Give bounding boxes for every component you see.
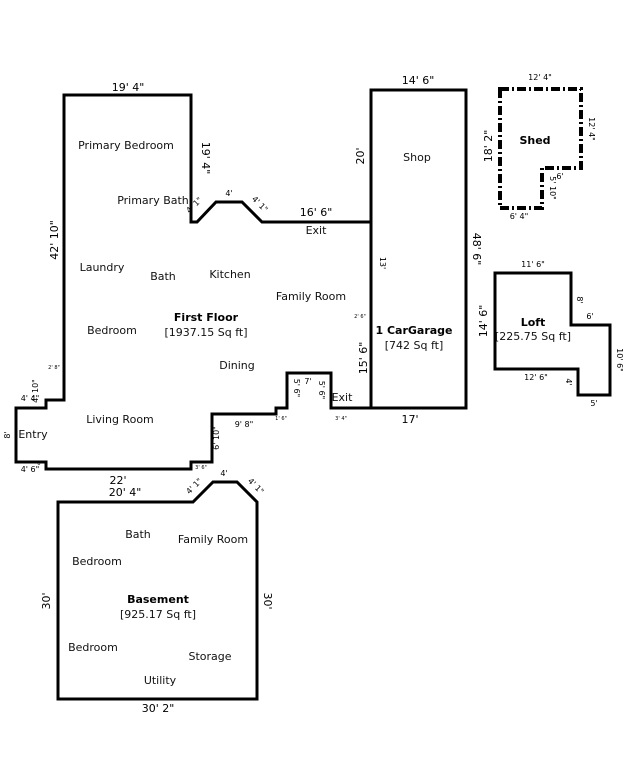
notch-left-dimension: 5' 6" bbox=[292, 379, 301, 398]
basement-top-dimension: 20' 4" bbox=[109, 486, 142, 499]
basement-outline bbox=[56, 480, 259, 701]
room-exit-top: Exit bbox=[306, 224, 328, 237]
room-family-room: Family Room bbox=[276, 290, 346, 303]
loft-right-lower-dimension: 10' 6" bbox=[615, 348, 624, 372]
loft-small-horizontal-dimension: 5' bbox=[590, 399, 597, 408]
room-entry: Entry bbox=[18, 428, 48, 441]
shed-top-dimension: 12' 4" bbox=[528, 73, 552, 82]
room-bath: Bath bbox=[150, 270, 176, 283]
room-basement-bedroom: Bedroom bbox=[72, 555, 122, 568]
garage-shared-wall-upper-dimension: 13' bbox=[378, 257, 387, 269]
step-bottom-dimension: 3' 6" bbox=[195, 465, 207, 471]
shed-plan: 12' 4" 18' 2" 12' 4" 5' 10" 6' 6' 4" She… bbox=[482, 73, 596, 221]
shed-inner-vertical-dimension: 5' 10" bbox=[548, 176, 557, 200]
room-dining: Dining bbox=[219, 359, 255, 372]
garage-shared-wall-small-dimension: 2' 6" bbox=[354, 314, 366, 320]
loft-plan: 11' 6" 14' 6" 8' 6' 10' 6" 12' 6" 4' 5' … bbox=[477, 260, 624, 408]
loft-left-dimension: 14' 6" bbox=[477, 305, 490, 338]
room-basement-bath: Bath bbox=[125, 528, 151, 541]
loft-small-vertical-dimension: 4' bbox=[564, 378, 573, 385]
garage-shared-wall-lower-dimension: 15' 6" bbox=[357, 342, 370, 375]
notch-right-dimension: 5' 6" bbox=[317, 381, 326, 400]
primary-bedroom-right-dimension: 19' 4" bbox=[199, 142, 212, 175]
lower-wall-dimension: 9' 8" bbox=[235, 420, 254, 429]
loft-right-upper-dimension: 8' bbox=[575, 296, 584, 303]
room-primary-bedroom: Primary Bedroom bbox=[78, 139, 174, 152]
entry-side-dimension: 8' bbox=[3, 431, 12, 438]
entry-bottom-small-dimension: 6" bbox=[37, 461, 42, 467]
room-laundry: Laundry bbox=[80, 261, 125, 274]
exit-wall-dimension: 16' 6" bbox=[300, 206, 333, 219]
loft-title: Loft bbox=[521, 316, 546, 329]
loft-area: [225.75 Sq ft] bbox=[495, 330, 571, 343]
room-shop: Shop bbox=[403, 151, 431, 164]
shed-outline bbox=[498, 87, 583, 210]
garage-bottom-dimension: 17' bbox=[401, 413, 418, 426]
shed-title: Shed bbox=[519, 134, 550, 147]
garage-plan: 14' 6" 20' 48' 6" 17' Shop 1 CarGarage [… bbox=[354, 74, 483, 426]
garage-right-dimension: 48' 6" bbox=[470, 233, 483, 266]
shed-inner-horizontal-dimension: 6' bbox=[556, 172, 563, 181]
entry-top-width-dimension: 4' 10" bbox=[31, 379, 40, 403]
garage-area: [742 Sq ft] bbox=[385, 339, 444, 352]
basement-angle-top-dimension: 4' bbox=[220, 469, 227, 478]
step-small-dimension: 1' 6" bbox=[275, 416, 287, 422]
angled-wall-top-dimension: 4' bbox=[225, 189, 232, 198]
entry-left-small-dimension: 2' 8" bbox=[48, 365, 60, 371]
basement-area: [925.17 Sq ft] bbox=[120, 608, 196, 621]
room-basement-bedroom-2: Bedroom bbox=[68, 641, 118, 654]
room-living-room: Living Room bbox=[86, 413, 154, 426]
notch-top-dimension: 7' bbox=[304, 377, 311, 386]
basement-bottom-dimension: 30' 2" bbox=[142, 702, 175, 715]
room-exit-bottom: Exit bbox=[332, 391, 354, 404]
first-floor-bottom-dimension: 22' bbox=[109, 474, 126, 487]
room-primary-bath: Primary Bath bbox=[117, 194, 189, 207]
first-floor-plan: 19' 4" 19' 4" 42' 10" 4' 1" 4' 4' 1" 16'… bbox=[3, 81, 387, 487]
loft-top-dimension: 11' 6" bbox=[521, 260, 545, 269]
garage-top-dimension: 14' 6" bbox=[402, 74, 435, 87]
loft-outline bbox=[493, 271, 612, 397]
shop-left-dimension: 20' bbox=[354, 147, 367, 164]
room-basement-family-room: Family Room bbox=[178, 533, 248, 546]
loft-step-dimension: 6' bbox=[586, 312, 593, 321]
garage-title: 1 CarGarage bbox=[375, 324, 452, 337]
basement-title: Basement bbox=[127, 593, 189, 606]
room-storage: Storage bbox=[188, 650, 231, 663]
first-floor-area: [1937.15 Sq ft] bbox=[164, 326, 247, 339]
first-floor-top-dimension: 19' 4" bbox=[112, 81, 145, 94]
lower-vertical-dimension: 6' 10" bbox=[212, 426, 221, 450]
first-floor-title: First Floor bbox=[174, 311, 239, 324]
first-floor-left-dimension: 42' 10" bbox=[48, 220, 61, 260]
basement-plan: 20' 4" 4' 1" 4' 4' 1" 30' 30' 30' 2" Bat… bbox=[40, 469, 274, 715]
entry-bottom-dimension: 4' 6" bbox=[21, 465, 40, 474]
shed-right-dimension: 12' 4" bbox=[587, 117, 596, 141]
basement-left-dimension: 30' bbox=[40, 592, 53, 609]
loft-bottom-dimension: 12' 6" bbox=[524, 373, 548, 382]
shed-left-dimension: 18' 2" bbox=[482, 130, 495, 163]
room-bedroom: Bedroom bbox=[87, 324, 137, 337]
garage-outline bbox=[369, 88, 468, 410]
shed-bottom-dimension: 6' 4" bbox=[510, 212, 529, 221]
room-kitchen: Kitchen bbox=[209, 268, 250, 281]
first-floor-outline bbox=[14, 93, 373, 471]
exit-bottom-dimension: 3' 4" bbox=[335, 416, 347, 422]
entry-top-dimension: 4' 4" bbox=[21, 394, 40, 403]
basement-right-dimension: 30' bbox=[261, 592, 274, 609]
room-utility: Utility bbox=[144, 674, 177, 687]
